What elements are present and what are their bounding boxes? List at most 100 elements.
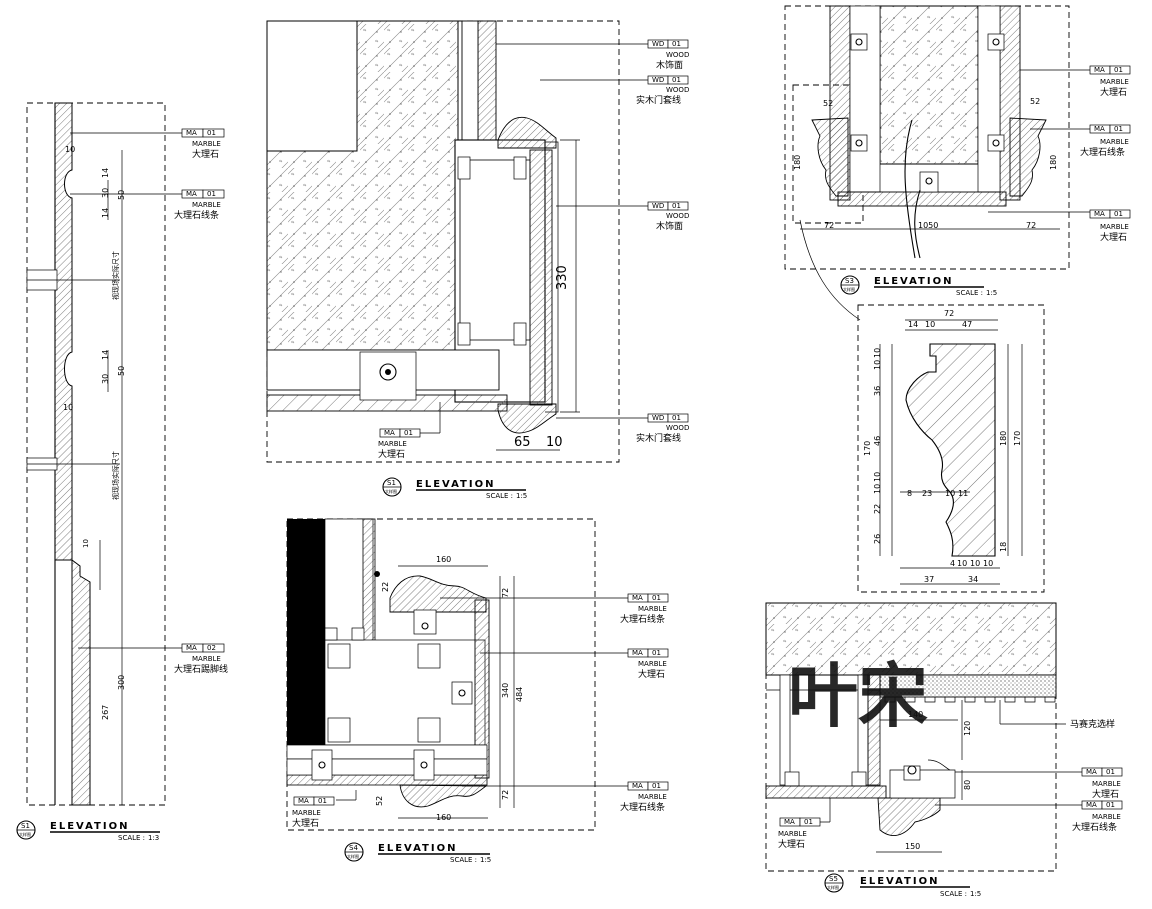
svg-text:木饰面: 木饰面 bbox=[656, 220, 683, 232]
svg-text:大样图: 大样图 bbox=[19, 831, 31, 837]
s1-dim-30: 30 bbox=[101, 188, 110, 198]
svg-text:18: 18 bbox=[999, 542, 1008, 552]
svg-text:SCALE :: SCALE : bbox=[450, 856, 477, 864]
svg-text:01: 01 bbox=[672, 202, 681, 210]
door-casing-hatch bbox=[529, 149, 553, 406]
svg-text:01: 01 bbox=[207, 129, 216, 137]
svg-text:47: 47 bbox=[962, 320, 972, 329]
svg-text:37: 37 bbox=[924, 575, 934, 584]
s1-header: ELEVATION bbox=[50, 821, 129, 832]
svg-text:MA: MA bbox=[632, 649, 643, 657]
svg-text:MA: MA bbox=[1086, 801, 1097, 809]
svg-text:01: 01 bbox=[672, 40, 681, 48]
svg-text:46: 46 bbox=[873, 436, 882, 446]
door-knob-icon bbox=[379, 363, 397, 381]
s1-dim-10-mid: 10 bbox=[63, 403, 73, 412]
watermark-signature: 叶宋 bbox=[788, 654, 928, 737]
svg-text:MA: MA bbox=[186, 129, 197, 137]
svg-text:WD: WD bbox=[652, 414, 664, 422]
svg-text:MARBLE: MARBLE bbox=[292, 809, 321, 817]
s3-header: ELEVATION bbox=[874, 276, 953, 287]
svg-text:180: 180 bbox=[1049, 155, 1058, 170]
svg-text:10: 10 bbox=[945, 489, 955, 498]
s3-tag-marble-2: MA 01 MARBLE 大理石 bbox=[1089, 209, 1131, 243]
svg-text:MA: MA bbox=[186, 644, 197, 652]
s3-title-block: S3 大样图 ELEVATION SCALE : 1:5 bbox=[840, 275, 997, 297]
s1-tag-marble-1: MA 01 MARBLE 大理石 bbox=[181, 128, 225, 160]
s5-mosaic-note: 马赛克选样 bbox=[1070, 718, 1115, 730]
s1b-dim-65: 65 bbox=[514, 435, 531, 450]
s1-dim-14: 14 bbox=[101, 168, 110, 178]
svg-text:WOOD: WOOD bbox=[666, 51, 689, 59]
s5-ceiling-stone bbox=[765, 602, 1057, 676]
s1b-tag-wood-veneer: WD 01 WOOD 木饰面 bbox=[647, 39, 689, 71]
svg-text:MARBLE: MARBLE bbox=[192, 201, 221, 209]
s1-tag-marble-skirting: MA 02 MARBLE 大理石踢脚线 bbox=[174, 643, 228, 675]
view-s1-left-strip: 10 14 30 50 14 14 30 50 10 267 300 10 视现… bbox=[16, 102, 228, 842]
svg-text:01: 01 bbox=[1114, 125, 1123, 133]
svg-text:52: 52 bbox=[823, 99, 833, 108]
s1b-title-block: S1 大样图 ELEVATION SCALE : 1:5 bbox=[382, 477, 527, 500]
svg-text:WOOD: WOOD bbox=[666, 212, 689, 220]
moulding-profile-shape bbox=[905, 343, 996, 557]
svg-text:34: 34 bbox=[968, 575, 978, 584]
s4-tag-marble-2: MA 01 MARBLE 大理石 bbox=[292, 796, 335, 829]
svg-text:大样图: 大样图 bbox=[827, 884, 839, 890]
svg-text:MARBLE: MARBLE bbox=[638, 605, 667, 613]
wood-veneer-strip bbox=[477, 20, 497, 142]
svg-text:木饰面: 木饰面 bbox=[656, 59, 683, 71]
s1-dim-50b: 50 bbox=[117, 366, 126, 376]
svg-text:S1: S1 bbox=[21, 822, 30, 830]
svg-text:大理石: 大理石 bbox=[638, 668, 665, 680]
svg-text:大理石: 大理石 bbox=[1092, 788, 1119, 800]
svg-text:S4: S4 bbox=[349, 844, 358, 852]
svg-text:22: 22 bbox=[873, 504, 882, 514]
s1-dim-10-top: 10 bbox=[65, 145, 75, 154]
svg-text:26: 26 bbox=[873, 534, 882, 544]
svg-text:01: 01 bbox=[207, 190, 216, 198]
svg-text:180: 180 bbox=[999, 431, 1008, 446]
svg-text:大理石: 大理石 bbox=[1100, 231, 1127, 243]
svg-text:4: 4 bbox=[950, 559, 955, 568]
svg-text:72: 72 bbox=[944, 309, 954, 318]
view-s1-boundary bbox=[26, 102, 166, 806]
s1-title-block: S1 大样图 ELEVATION SCALE : 1:3 bbox=[16, 820, 160, 842]
svg-text:02: 02 bbox=[207, 644, 216, 652]
svg-text:170: 170 bbox=[1013, 431, 1022, 446]
svg-text:10: 10 bbox=[873, 348, 882, 358]
svg-text:MA: MA bbox=[1094, 210, 1105, 218]
view-s1-door-frame: 330 65 10 WD 01 WOOD 木饰面 WD 01 WOOD 实木门套… bbox=[266, 20, 689, 500]
s1-side-note-1: 视现场实际尺寸 bbox=[111, 251, 120, 300]
svg-text:WD: WD bbox=[652, 202, 664, 210]
s4-solid-wall bbox=[287, 519, 325, 745]
profile-boundary bbox=[857, 304, 1045, 593]
svg-text:MARBLE: MARBLE bbox=[192, 140, 221, 148]
s3-tag-marble-line: MA 01 MARBLE 大理石线条 bbox=[1080, 124, 1131, 158]
svg-text:10: 10 bbox=[873, 484, 882, 494]
svg-text:MARBLE: MARBLE bbox=[638, 793, 667, 801]
s5-header: ELEVATION bbox=[860, 876, 939, 887]
svg-text:大理石踢脚线: 大理石踢脚线 bbox=[174, 663, 228, 675]
svg-text:160: 160 bbox=[436, 555, 451, 564]
svg-text:72: 72 bbox=[501, 790, 510, 800]
svg-text:大理石线条: 大理石线条 bbox=[174, 209, 219, 221]
svg-text:MARBLE: MARBLE bbox=[1092, 780, 1121, 788]
svg-text:01: 01 bbox=[672, 76, 681, 84]
s1-tag-marble-line: MA 01 MARBLE 大理石线条 bbox=[174, 189, 225, 221]
svg-text:MA: MA bbox=[784, 818, 795, 826]
s3-callout-leader bbox=[799, 219, 861, 321]
svg-text:大理石: 大理石 bbox=[292, 817, 319, 829]
svg-text:1:5: 1:5 bbox=[516, 492, 527, 500]
svg-text:大样图: 大样图 bbox=[843, 286, 855, 292]
svg-text:484: 484 bbox=[515, 687, 524, 702]
s1-dim-50: 50 bbox=[117, 190, 126, 200]
svg-text:SCALE :: SCALE : bbox=[118, 834, 145, 842]
svg-text:MARBLE: MARBLE bbox=[1100, 78, 1129, 86]
svg-text:MA: MA bbox=[632, 782, 643, 790]
svg-text:S3: S3 bbox=[845, 277, 854, 285]
svg-text:01: 01 bbox=[1106, 801, 1115, 809]
svg-text:SCALE :: SCALE : bbox=[486, 492, 513, 500]
svg-text:WOOD: WOOD bbox=[666, 86, 689, 94]
svg-text:大理石: 大理石 bbox=[378, 448, 405, 460]
svg-text:大理石线条: 大理石线条 bbox=[620, 801, 665, 813]
